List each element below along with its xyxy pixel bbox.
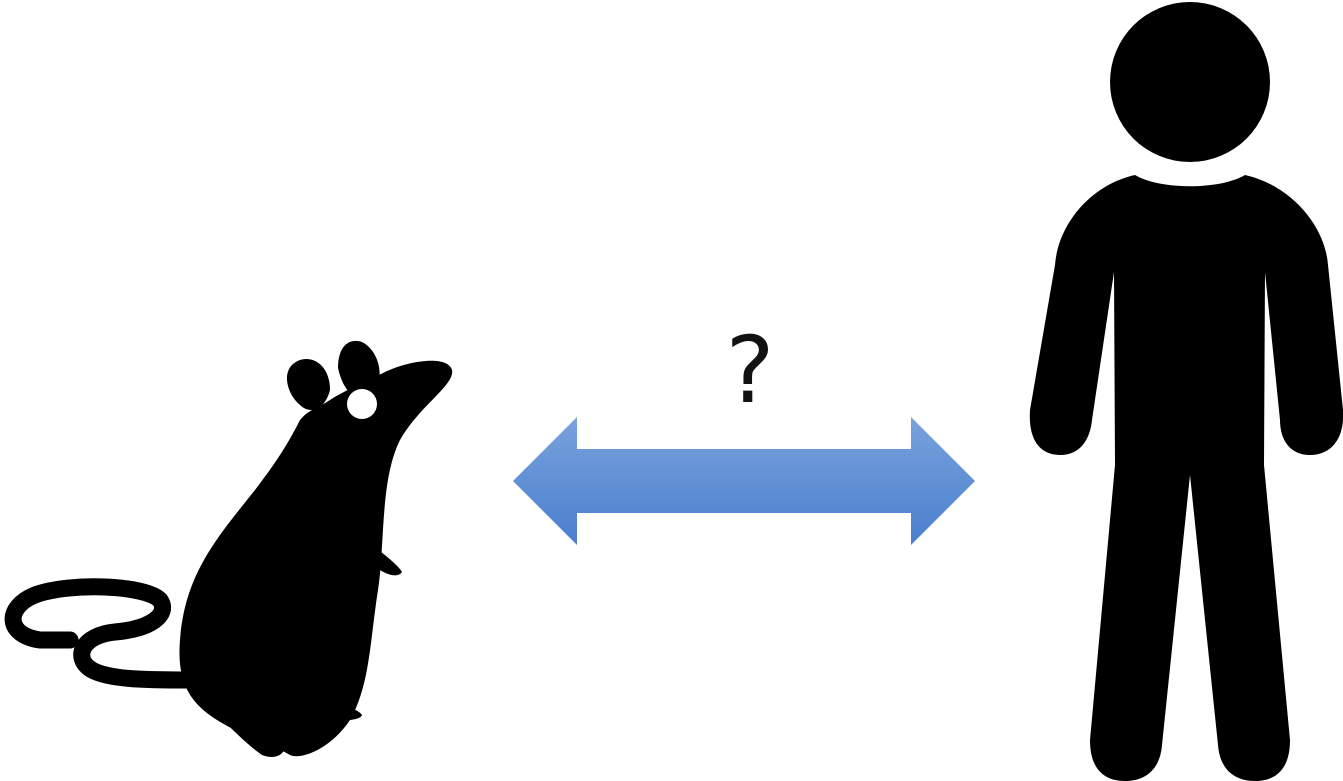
question-mark-label: ?	[725, 317, 775, 424]
mouse-icon	[4, 340, 453, 757]
double-arrow-icon	[513, 417, 975, 545]
mouse-front-paw	[369, 545, 402, 576]
mouse-tail	[4, 578, 199, 689]
person-icon	[1029, 2, 1343, 781]
mouse-hind-foot	[292, 703, 362, 721]
person-torso	[1029, 175, 1343, 781]
mouse-body	[179, 360, 453, 757]
mouse-hind-heel	[190, 690, 285, 757]
mouse-ear-back	[286, 358, 330, 410]
person-head	[1110, 2, 1270, 162]
mouse-eye	[347, 389, 377, 419]
mouse-ear-front	[338, 340, 380, 399]
